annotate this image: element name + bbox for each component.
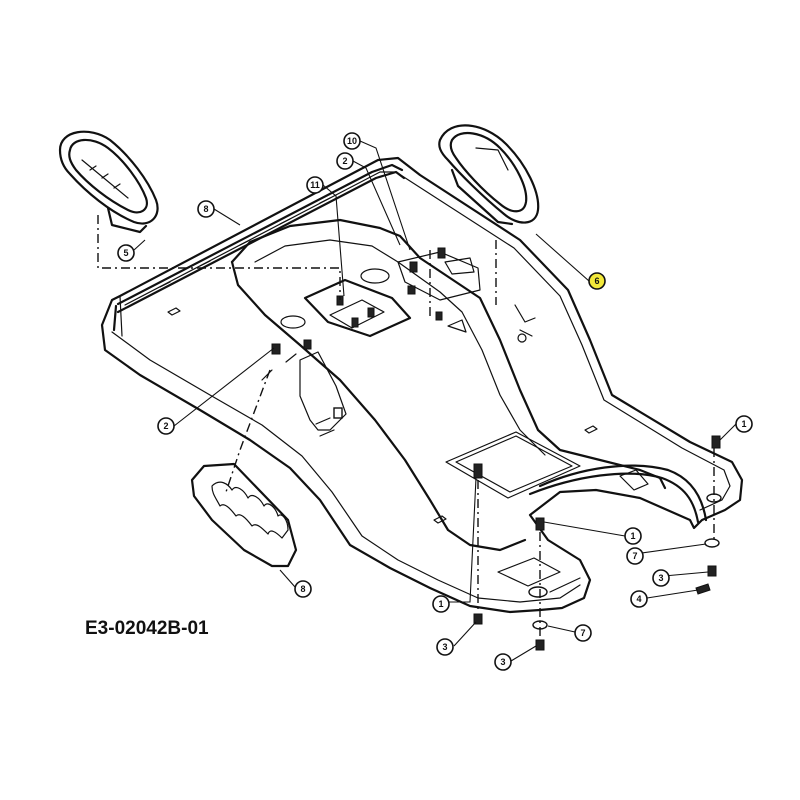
- pin-4: [695, 583, 711, 595]
- svg-text:4: 4: [636, 594, 641, 604]
- svg-text:8: 8: [300, 584, 305, 594]
- callout-8-bottom[interactable]: 8: [294, 580, 312, 598]
- grommet-front: [528, 586, 548, 598]
- callout-7-right[interactable]: 7: [626, 547, 644, 565]
- svg-text:11: 11: [310, 180, 320, 190]
- side-panel-lower: [190, 462, 298, 568]
- drawing-code-label: E3-02042B-01: [85, 618, 209, 639]
- callout-3-bottom-left[interactable]: 3: [436, 638, 454, 656]
- screw-1a: [711, 435, 721, 449]
- svg-text:3: 3: [658, 573, 663, 583]
- mount-plate: [303, 247, 536, 343]
- callout-11[interactable]: 11: [306, 176, 324, 194]
- svg-text:1: 1: [438, 599, 443, 609]
- callout-3-bottom[interactable]: 3: [494, 653, 512, 671]
- callout-5[interactable]: 5: [117, 244, 135, 262]
- screw-1c: [473, 463, 483, 479]
- side-bumpers: [261, 339, 347, 437]
- svg-text:2: 2: [342, 156, 347, 166]
- callout-2-left[interactable]: 2: [157, 417, 175, 435]
- washer-7a: [704, 538, 720, 548]
- callout-8-top[interactable]: 8: [197, 200, 215, 218]
- callout-1-right[interactable]: 1: [735, 415, 753, 433]
- light-cover-right: [438, 124, 540, 226]
- fender-body: [100, 156, 744, 614]
- callouts: 10 2 11 8 5 6 2 1 1 7 3 4 8 1 3 7 3: [117, 132, 753, 671]
- callout-10[interactable]: 10: [343, 132, 361, 150]
- screw-1b: [535, 517, 545, 531]
- svg-text:1: 1: [741, 419, 746, 429]
- callout-1-bottom[interactable]: 1: [432, 595, 450, 613]
- svg-text:1: 1: [630, 531, 635, 541]
- svg-text:8: 8: [203, 204, 208, 214]
- hardware: [473, 435, 722, 651]
- svg-text:10: 10: [347, 136, 357, 146]
- leader-lines: [97, 140, 737, 662]
- callout-1-front[interactable]: 1: [624, 527, 642, 545]
- callout-7-bottom[interactable]: 7: [574, 624, 592, 642]
- nut-3a: [707, 565, 717, 577]
- callout-6-highlighted[interactable]: 6: [588, 272, 606, 290]
- svg-text:3: 3: [500, 657, 505, 667]
- svg-text:7: 7: [580, 628, 585, 638]
- svg-text:6: 6: [594, 276, 599, 286]
- callout-2-top[interactable]: 2: [336, 152, 354, 170]
- trim-strip-top: [112, 163, 406, 332]
- callout-4[interactable]: 4: [630, 590, 648, 608]
- callout-3-right[interactable]: 3: [652, 569, 670, 587]
- svg-text:7: 7: [632, 551, 637, 561]
- svg-text:5: 5: [123, 248, 128, 258]
- light-cover-left: [58, 130, 159, 234]
- svg-text:3: 3: [442, 642, 447, 652]
- trim-strip-front: [528, 464, 708, 524]
- nut-3b: [473, 613, 483, 625]
- svg-text:2: 2: [163, 421, 168, 431]
- nut-3c: [535, 639, 545, 651]
